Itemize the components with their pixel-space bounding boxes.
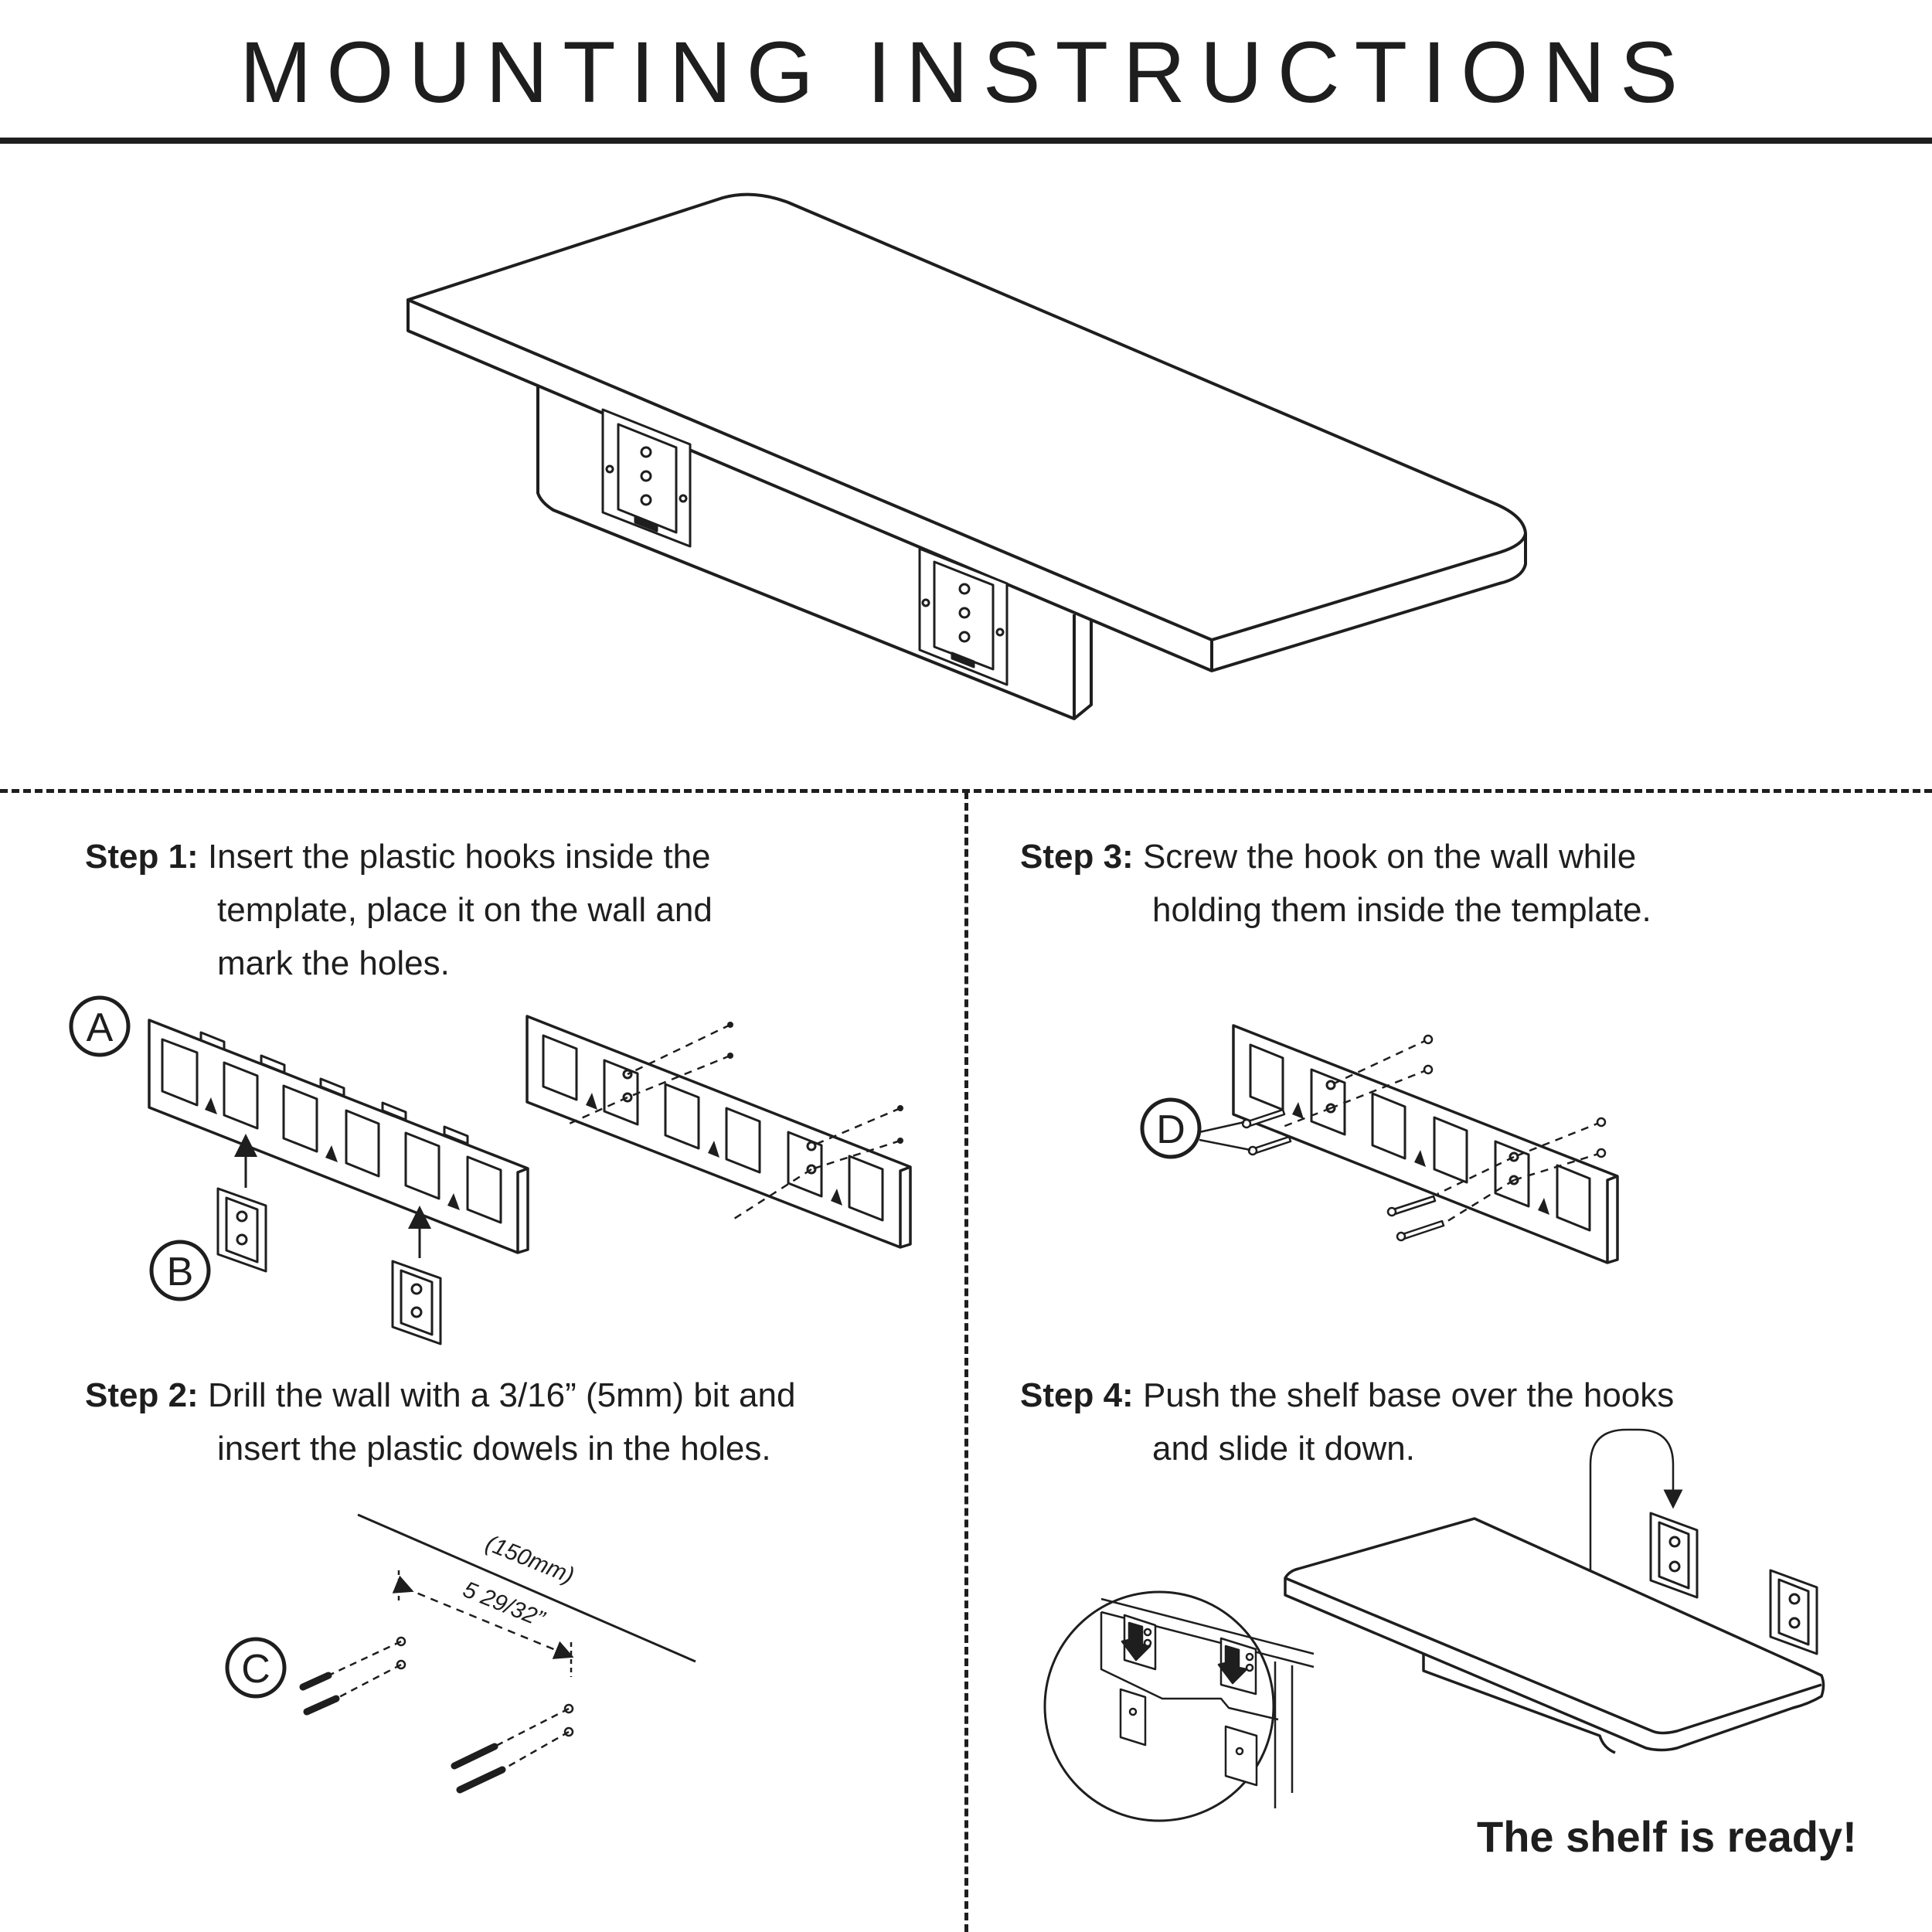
plastic-dowels bbox=[299, 1672, 506, 1794]
dimension-metric: (150mm) bbox=[482, 1530, 578, 1589]
step4-slide-illustration bbox=[1043, 1428, 1825, 1822]
step4-arrow bbox=[1589, 1428, 1683, 1577]
step4-hook-2 bbox=[1769, 1569, 1818, 1655]
callout-a-label: A bbox=[87, 1005, 114, 1050]
callout-a: A bbox=[69, 995, 131, 1057]
template-a-windows bbox=[161, 1038, 502, 1224]
template-a-tabs bbox=[199, 1031, 469, 1145]
step1-template-illustration bbox=[148, 1019, 529, 1345]
callout-d-label: D bbox=[1156, 1107, 1185, 1152]
step4-hook-1 bbox=[1649, 1512, 1699, 1599]
dimension-imperial: 5 29/32” bbox=[459, 1577, 549, 1633]
template-a-bar bbox=[148, 1019, 529, 1254]
step4-text: Step 4: Push the shelf base over the hoo… bbox=[1020, 1369, 1674, 1475]
step3-line1: Screw the hook on the wall while bbox=[1142, 838, 1637, 876]
hook-b-1 bbox=[216, 1187, 267, 1273]
hook-b-2 bbox=[391, 1260, 442, 1345]
horizontal-dashed-divider bbox=[0, 789, 1932, 793]
hero-shelf-board bbox=[406, 192, 1527, 672]
step2-drill-illustration bbox=[299, 1513, 696, 1794]
detail-magnifier-contents bbox=[1100, 1597, 1315, 1808]
step4-line2: and slide it down. bbox=[1152, 1430, 1415, 1468]
step1-text: Step 1: Insert the plastic hooks inside … bbox=[85, 830, 713, 990]
step1-line2: template, place it on the wall and bbox=[217, 891, 713, 929]
screws bbox=[1241, 1108, 1445, 1242]
step1-line3: mark the holes. bbox=[217, 944, 450, 982]
page-title: MOUNTING INSTRUCTIONS bbox=[240, 24, 1692, 121]
step4-line1: Push the shelf base over the hooks bbox=[1142, 1376, 1675, 1414]
step2-text: Step 2: Drill the wall with a 3/16” (5mm… bbox=[85, 1369, 795, 1475]
dimension-line bbox=[392, 1570, 574, 1677]
hero-shelf-illustration bbox=[406, 192, 1527, 720]
step3-line2: holding them inside the template. bbox=[1152, 891, 1651, 929]
step2-line2: insert the plastic dowels in the holes. bbox=[217, 1430, 771, 1468]
hero-bracket-right bbox=[918, 547, 1009, 686]
step2-label: Step 2: bbox=[85, 1376, 199, 1414]
step1-label: Step 1: bbox=[85, 838, 199, 876]
step3-label: Step 3: bbox=[1020, 838, 1134, 876]
wall-line bbox=[357, 1513, 696, 1663]
step1-marked-template-illustration bbox=[526, 1015, 912, 1249]
title-rule bbox=[0, 138, 1932, 144]
step3-screw-illustration bbox=[1199, 1024, 1619, 1264]
hero-bracket-left bbox=[601, 408, 692, 548]
step3-text: Step 3: Screw the hook on the wall while… bbox=[1020, 830, 1651, 937]
callout-b: B bbox=[149, 1240, 211, 1301]
callout-b-label: B bbox=[167, 1250, 194, 1294]
step4-shelf-board bbox=[1284, 1517, 1825, 1752]
vertical-dashed-divider bbox=[964, 791, 968, 1932]
step1-line1: Insert the plastic hooks inside the bbox=[207, 838, 711, 876]
step4-label: Step 4: bbox=[1020, 1376, 1134, 1414]
closing-message: The shelf is ready! bbox=[1477, 1812, 1857, 1861]
template-a-arrow-marks bbox=[205, 1097, 460, 1210]
callout-c-label: C bbox=[241, 1647, 270, 1692]
callout-d: D bbox=[1140, 1097, 1202, 1159]
callout-c: C bbox=[225, 1637, 287, 1699]
step2-line1: Drill the wall with a 3/16” (5mm) bit an… bbox=[207, 1376, 796, 1414]
